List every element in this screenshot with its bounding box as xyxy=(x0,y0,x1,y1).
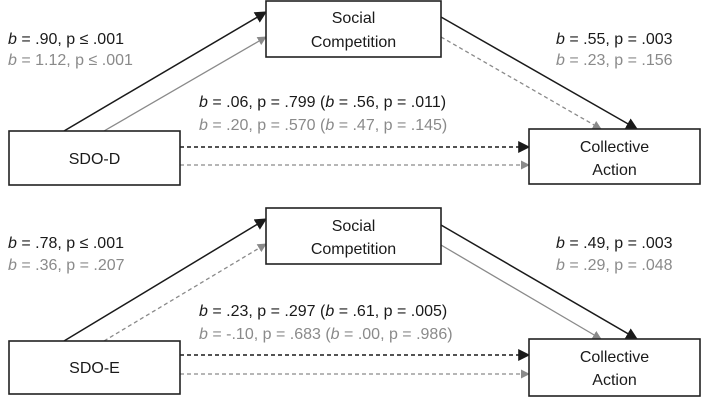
node-sdo-e: SDO-E xyxy=(8,340,181,395)
node-sdo-d: SDO-D xyxy=(8,130,181,186)
c-path-black-coef: b = .06, p = .799 (b = .56, p = .011) xyxy=(199,94,446,111)
node-label-line2: Action xyxy=(592,162,636,179)
b-path-black-coef: b = .55, p = .003 xyxy=(556,31,673,48)
node-label-line1: Social xyxy=(332,218,376,235)
node-social-competition-1: Social Competition xyxy=(265,0,442,58)
model-sdo-d: Social Competition SDO-D Collective Acti… xyxy=(8,0,701,186)
node-label-line1: Social xyxy=(332,10,376,27)
c-path-black-coef: b = .23, p = .297 (b = .61, p = .005) xyxy=(199,303,447,320)
a-path-black-coef: b = .90, p ≤ .001 xyxy=(8,31,124,48)
c-path-gray-coef: b = -.10, p = .683 (b = .00, p = .986) xyxy=(199,326,453,343)
a-path-black-arrow xyxy=(63,11,268,132)
b-path-black-arrow xyxy=(440,224,639,340)
node-label-line1: Collective xyxy=(580,139,649,156)
node-collective-action-1: Collective Action xyxy=(528,128,701,185)
node-collective-action-2: Collective Action xyxy=(528,338,701,397)
b-path-black-arrow xyxy=(440,16,639,130)
a-path-gray-coef: b = 1.12, p ≤ .001 xyxy=(8,52,133,69)
node-label-line1: Collective xyxy=(580,349,649,366)
c-path-gray-coef: b = .20, p = .570 (b = .47, p = .145) xyxy=(199,117,447,134)
b-path-gray-arrow xyxy=(440,36,602,130)
node-label-line2: Competition xyxy=(311,241,396,258)
b-path-gray-arrow xyxy=(440,244,602,340)
a-path-gray-coef: b = .36, p = .207 xyxy=(8,257,125,274)
node-label-line2: Competition xyxy=(311,34,396,51)
model-sdo-e: Social Competition SDO-E Collective Acti… xyxy=(8,207,701,397)
a-path-gray-arrow xyxy=(103,36,267,132)
b-path-black-coef: b = .49, p = .003 xyxy=(556,235,673,252)
b-path-gray-coef: b = .29, p = .048 xyxy=(556,257,673,274)
b-path-gray-coef: b = .23, p = .156 xyxy=(556,52,673,69)
node-label: SDO-D xyxy=(69,151,121,168)
a-path-black-coef: b = .78, p ≤ .001 xyxy=(8,235,124,252)
node-social-competition-2: Social Competition xyxy=(265,207,442,265)
node-label: SDO-E xyxy=(69,360,120,377)
a-path-black-arrow xyxy=(63,218,268,342)
node-label-line2: Action xyxy=(592,372,636,389)
a-path-gray-arrow xyxy=(103,243,267,342)
